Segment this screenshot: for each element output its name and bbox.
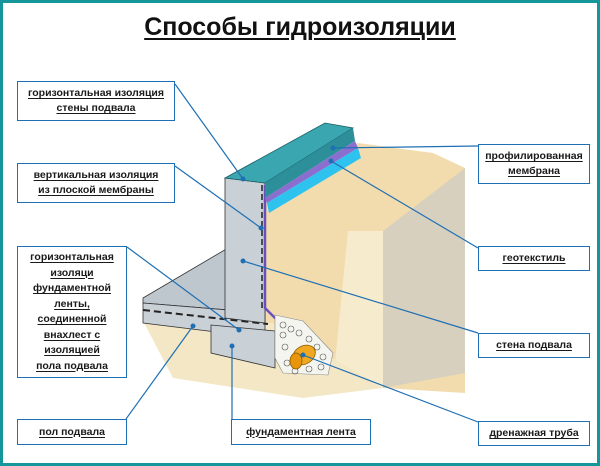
leader-profiled-membrane bbox=[332, 145, 479, 149]
label-wall-horizontal-insulation: горизонтальная изоляция стены подвала bbox=[17, 81, 175, 121]
label-vertical-membrane: вертикальная изоляция из плоской мембран… bbox=[17, 163, 175, 203]
label-basement-floor: пол подвала bbox=[17, 419, 127, 445]
leader-basement-floor bbox=[125, 325, 194, 420]
vertical-membrane bbox=[263, 185, 279, 322]
leader-vertical-membrane bbox=[174, 165, 262, 229]
waterproofing-illustration bbox=[125, 83, 479, 423]
leader-dots bbox=[190, 145, 336, 358]
soil-side bbox=[383, 168, 465, 388]
leader-wall-horizontal bbox=[174, 83, 244, 180]
label-geotextile: геотекстиль bbox=[478, 246, 590, 271]
label-profiled-membrane: профилированная мембрана bbox=[478, 144, 590, 184]
leader-drain-pipe bbox=[302, 354, 479, 423]
floor-insulation-line bbox=[142, 309, 269, 325]
wall-top-side bbox=[265, 128, 355, 198]
label-footing: фундаментная лента bbox=[231, 419, 371, 445]
leader-geotextile bbox=[330, 160, 479, 249]
leader-lines bbox=[125, 83, 479, 423]
wall-front bbox=[224, 177, 266, 324]
label-drain-pipe: дренажная труба bbox=[478, 421, 590, 446]
gravel-bed bbox=[274, 314, 334, 376]
leader-basement-wall bbox=[242, 260, 479, 334]
drain-pipe-end bbox=[289, 352, 303, 370]
profiled-membrane-strip bbox=[265, 141, 358, 203]
soil-front-light bbox=[333, 231, 383, 388]
diagram-title: Способы гидроизоляции bbox=[144, 13, 456, 41]
label-footing-horizontal-insulation: горизонтальная изоляци фундаментной лент… bbox=[17, 246, 127, 378]
footing-block bbox=[210, 324, 276, 369]
leader-footing-horizontal bbox=[126, 246, 240, 331]
label-basement-wall: стена подвала bbox=[478, 333, 590, 358]
